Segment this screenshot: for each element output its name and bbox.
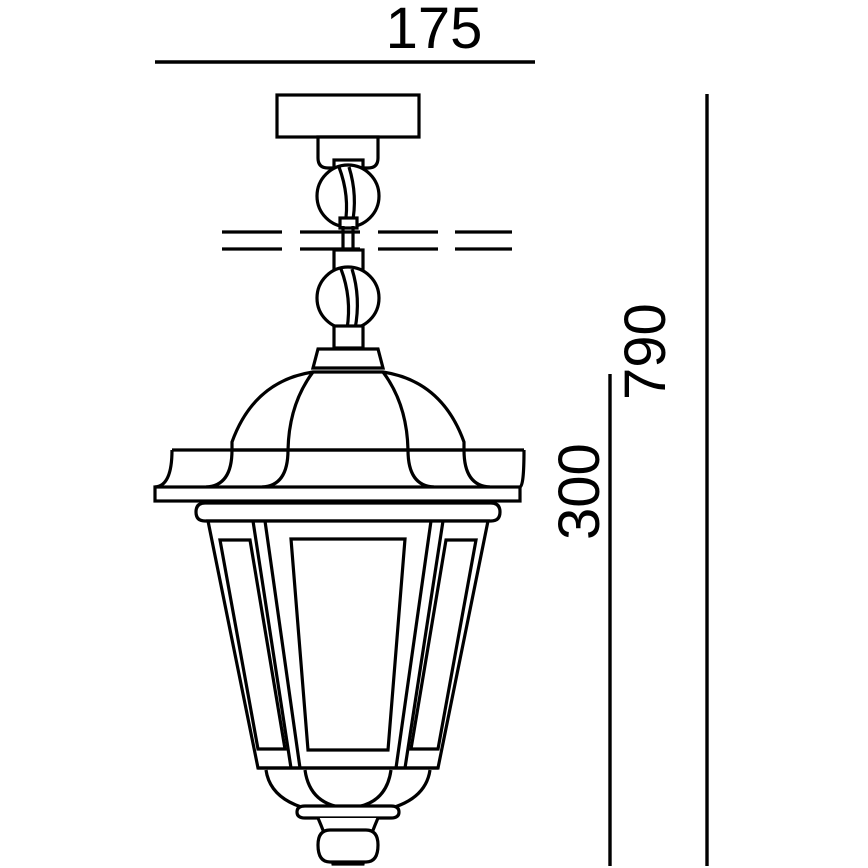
dimension-label-width: 175 <box>385 0 483 61</box>
body-mullion-right <box>394 520 433 769</box>
glass-panel-center <box>289 537 407 752</box>
glass-panel-right <box>409 538 478 751</box>
lower-sphere-band-right <box>350 268 359 330</box>
upper-sphere-bottom-stub <box>338 216 359 230</box>
base-band <box>295 804 401 820</box>
ceiling-canopy-plate <box>275 93 421 139</box>
dome-stem-neck <box>332 324 365 350</box>
break-lines <box>222 230 512 251</box>
lantern-dome <box>230 370 466 452</box>
dome-rib-right <box>381 371 410 451</box>
body-top-collar <box>194 501 502 523</box>
body-mullion-right-2 <box>403 520 445 769</box>
dimension-label-total-height: 790 <box>613 303 678 400</box>
dome-stem-seat <box>310 347 386 370</box>
skirt-edge-far-right <box>518 449 526 489</box>
skirt-curve-right-outer <box>462 449 491 489</box>
skirt-curve-right-inner <box>406 449 435 489</box>
lower-sphere-band-left <box>339 268 351 330</box>
rim-plate <box>153 485 522 503</box>
body-mullion-left <box>251 520 293 769</box>
body-mullion-left-2 <box>263 520 302 769</box>
dome-rib-left <box>286 371 315 451</box>
glass-panel-left <box>218 538 287 751</box>
bottom-finial-knob <box>316 828 380 864</box>
dimension-label-fixture-height: 300 <box>547 443 612 540</box>
skirt-edge-far-left <box>154 449 174 489</box>
skirt-curve-left-inner <box>261 449 290 489</box>
skirt-curve-left-outer <box>205 449 234 489</box>
